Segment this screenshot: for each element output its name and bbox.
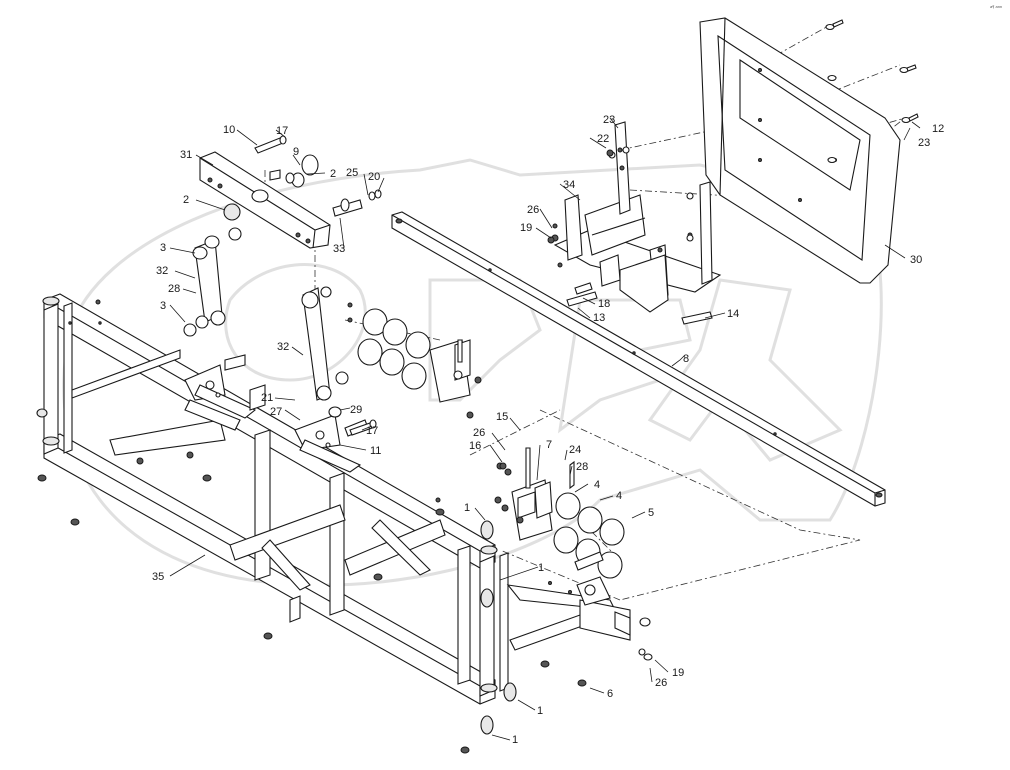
frame-brackets bbox=[184, 354, 362, 473]
label-4-a: 4 bbox=[594, 479, 600, 491]
drawing-code: a¶ ann bbox=[990, 4, 1002, 9]
label-23-bracket: 23 bbox=[603, 114, 615, 126]
label-32-left: 32 bbox=[156, 265, 168, 277]
frame-pads bbox=[36, 299, 587, 754]
label-13: 13 bbox=[593, 312, 605, 324]
label-17-lower: 17 bbox=[366, 425, 378, 437]
link-left bbox=[183, 227, 242, 337]
label-15: 15 bbox=[496, 411, 508, 423]
label-11: 11 bbox=[370, 445, 381, 457]
pivot-bracket bbox=[199, 151, 331, 249]
label-26-bracket: 26 bbox=[527, 204, 539, 216]
label-17-top: 17 bbox=[276, 125, 288, 137]
label-26-lower: 26 bbox=[473, 427, 485, 439]
label-9: 9 bbox=[293, 146, 299, 158]
label-6: 6 bbox=[607, 688, 613, 700]
mount-bracket bbox=[551, 121, 722, 325]
label-3-bottom: 3 bbox=[160, 300, 166, 312]
rubber-spring-cluster-upper bbox=[347, 302, 482, 419]
label-34: 34 bbox=[563, 179, 575, 191]
label-8: 8 bbox=[683, 353, 689, 365]
label-1-bottom: 1 bbox=[512, 734, 518, 746]
label-2-left: 2 bbox=[183, 194, 189, 206]
rubber-spring-cluster-lower bbox=[494, 447, 625, 606]
label-35: 35 bbox=[152, 571, 164, 583]
label-29: 29 bbox=[350, 404, 362, 416]
label-32-right: 32 bbox=[277, 341, 289, 353]
label-27: 27 bbox=[270, 406, 282, 418]
part-number-labels: 10 17 9 2 31 2 25 20 33 3 32 28 3 32 21 … bbox=[152, 4, 1002, 746]
label-1-mid: 1 bbox=[464, 502, 470, 514]
label-18: 18 bbox=[598, 298, 610, 310]
label-28-left: 28 bbox=[168, 283, 180, 295]
label-5: 5 bbox=[648, 507, 654, 519]
label-33: 33 bbox=[333, 243, 345, 255]
leader-lines bbox=[169, 117, 921, 741]
link-right bbox=[301, 286, 369, 437]
label-23-panel: 23 bbox=[918, 137, 930, 149]
label-20: 20 bbox=[368, 171, 380, 183]
label-1-foot: 1 bbox=[537, 705, 543, 717]
label-12: 12 bbox=[932, 123, 944, 135]
top-pin-assembly bbox=[223, 135, 382, 221]
label-24: 24 bbox=[569, 444, 581, 456]
label-16: 16 bbox=[469, 440, 481, 452]
label-3-top: 3 bbox=[160, 242, 166, 254]
label-19-bracket: 19 bbox=[520, 222, 532, 234]
label-28-lower: 28 bbox=[576, 461, 588, 473]
label-2-top: 2 bbox=[330, 168, 336, 180]
label-22: 22 bbox=[597, 133, 609, 145]
label-21: 21 bbox=[261, 392, 273, 404]
rear-rail bbox=[391, 211, 886, 507]
label-7: 7 bbox=[546, 439, 552, 451]
label-26-foot: 26 bbox=[655, 677, 667, 689]
label-1-arm: 1 bbox=[538, 562, 544, 574]
label-30: 30 bbox=[910, 254, 922, 266]
back-panel bbox=[699, 17, 901, 284]
label-19-lower: 19 bbox=[672, 667, 684, 679]
label-4-b: 4 bbox=[616, 490, 622, 502]
label-10: 10 bbox=[223, 124, 235, 136]
label-25: 25 bbox=[346, 167, 358, 179]
misc-fasteners bbox=[499, 149, 653, 661]
main-frame bbox=[42, 293, 631, 705]
label-14: 14 bbox=[727, 308, 739, 320]
label-31: 31 bbox=[180, 149, 192, 161]
